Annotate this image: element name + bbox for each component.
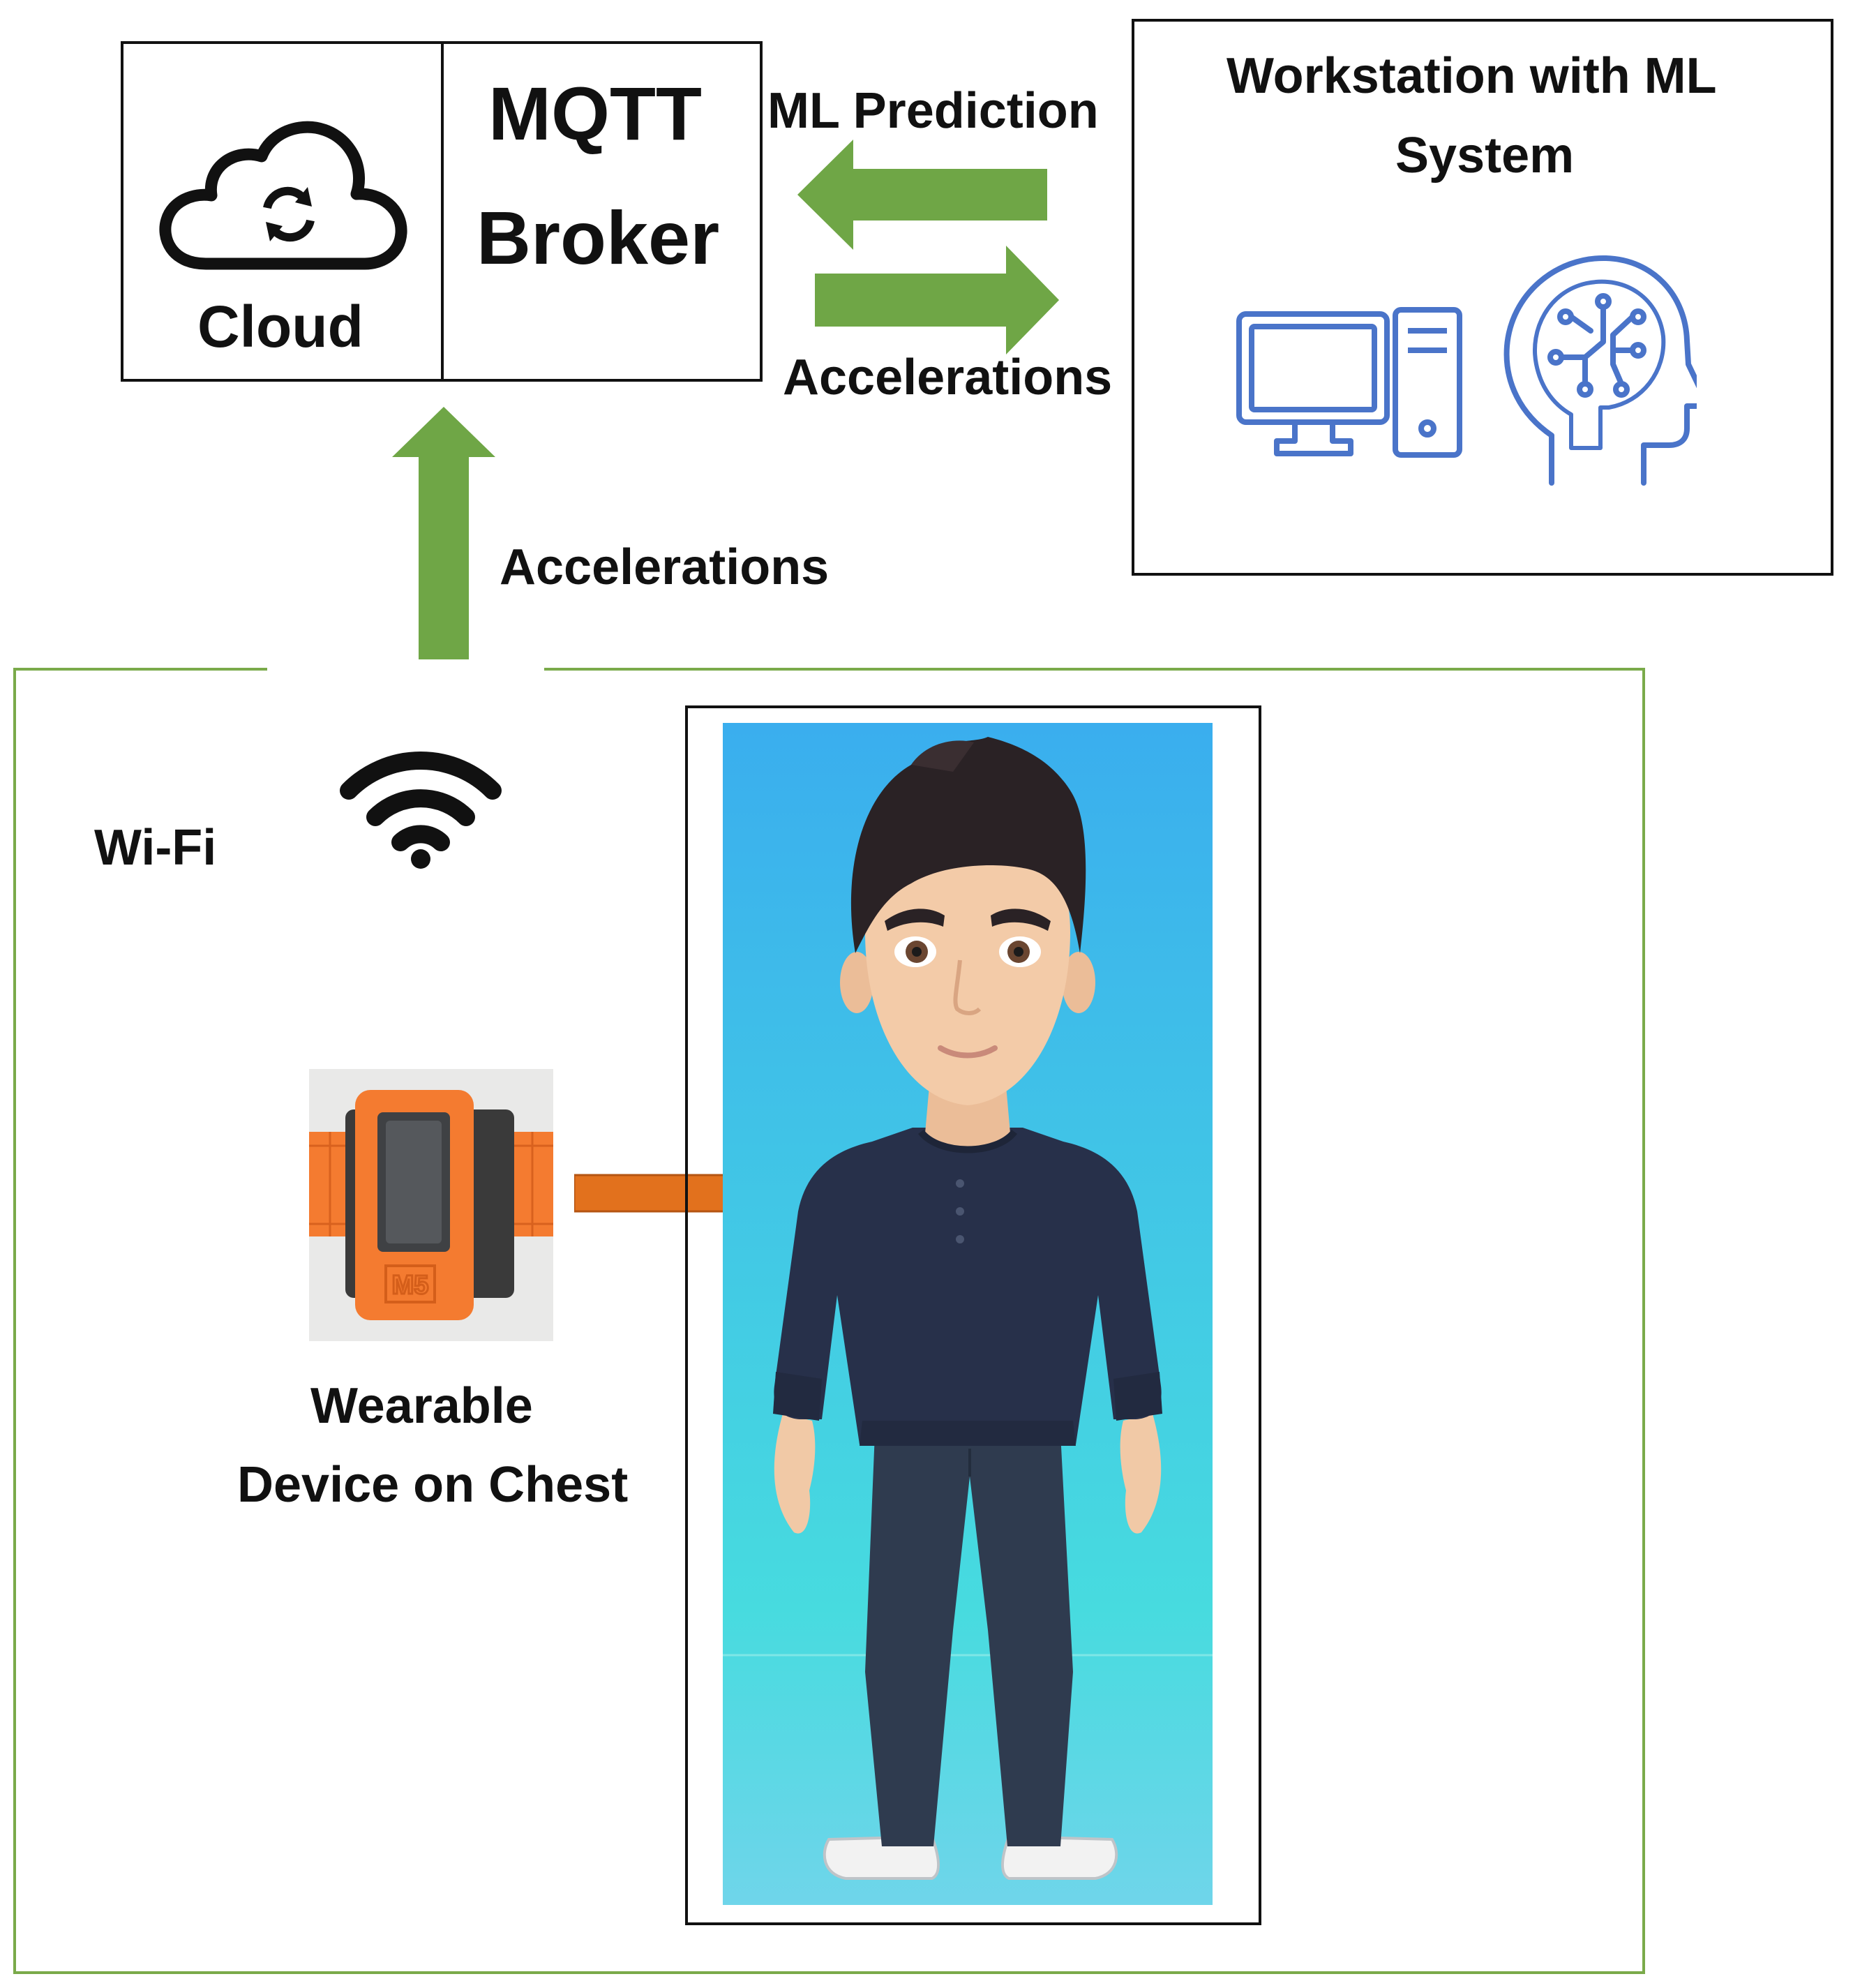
cloud-label: Cloud xyxy=(197,294,363,359)
green-frame-bottom xyxy=(13,1971,1645,1974)
wearable-device-photo: M5 xyxy=(309,1069,553,1341)
svg-text:M5: M5 xyxy=(392,1271,429,1300)
workstation-box xyxy=(1132,19,1833,576)
device-label-line1: Wearable xyxy=(310,1378,533,1434)
accelerations-to-workstation-arrow xyxy=(815,246,1059,354)
broker-label-line2: Broker xyxy=(477,195,720,280)
wifi-label: Wi-Fi xyxy=(94,820,217,876)
accelerations-to-workstation-label: Accelerations xyxy=(783,350,1113,405)
device-label-line2: Device on Chest xyxy=(237,1457,629,1513)
avatar-frame xyxy=(685,705,1261,1925)
cloud-broker-divider xyxy=(441,41,444,382)
workstation-title-line1: Workstation with ML xyxy=(1226,48,1717,104)
avatar-illustration xyxy=(723,723,1213,1905)
green-frame-top-left xyxy=(13,668,267,671)
cloud-sync-icon xyxy=(157,105,412,276)
broker-label-line1: MQTT xyxy=(488,71,702,156)
green-frame-right xyxy=(1642,668,1645,1974)
green-frame-top-right xyxy=(544,668,1645,671)
ml-prediction-label: ML Prediction xyxy=(767,83,1099,139)
ai-head-icon xyxy=(1501,253,1697,490)
accelerations-to-cloud-label: Accelerations xyxy=(500,539,830,595)
workstation-title-line2: System xyxy=(1395,128,1575,184)
green-frame-left xyxy=(13,668,16,1974)
ml-prediction-arrow xyxy=(797,140,1050,250)
accelerations-to-cloud-arrow xyxy=(392,407,495,659)
wifi-icon xyxy=(339,749,502,869)
desktop-computer-icon xyxy=(1235,307,1465,461)
